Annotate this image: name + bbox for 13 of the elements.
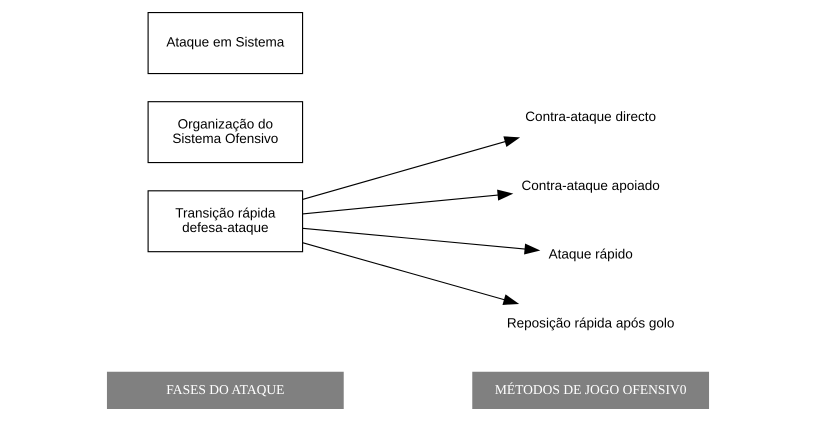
node-box: FASES DO ATAQUE xyxy=(106,372,344,409)
arrow xyxy=(302,228,540,254)
arrow xyxy=(302,136,520,200)
node-text: Ataque rápido xyxy=(548,246,632,262)
node-box: Organização do Sistema Ofensivo xyxy=(147,101,303,164)
node-box: Ataque em Sistema xyxy=(147,12,303,74)
arrow xyxy=(302,242,519,305)
arrow xyxy=(302,190,513,214)
node-box: MÉTODOS DE JOGO OFENSIV0 xyxy=(472,372,709,409)
node-text: Reposição rápida após golo xyxy=(506,315,674,330)
node-text: Contra-ataque directo xyxy=(524,108,656,124)
node-box: Transição rápida defesa-ataque xyxy=(147,190,303,252)
node-text: Contra-ataque apoiado xyxy=(521,178,660,193)
